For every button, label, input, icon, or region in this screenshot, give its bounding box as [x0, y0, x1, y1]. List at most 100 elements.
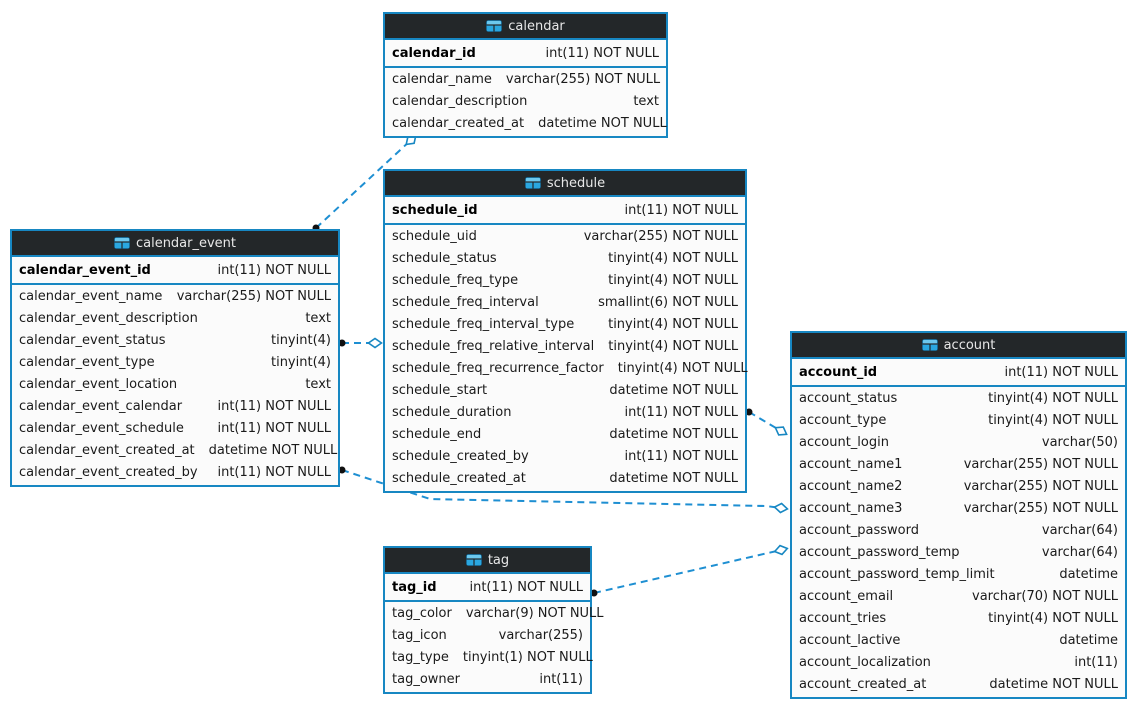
column-type: tinyint(4) NOT NULL: [988, 412, 1118, 428]
column-name: schedule_freq_interval: [392, 294, 539, 310]
column-name: account_login: [799, 434, 889, 450]
column-type: tinyint(4) NOT NULL: [988, 390, 1118, 406]
column-type: tinyint(4): [270, 332, 331, 348]
relationship-line[interactable]: [593, 549, 782, 594]
column-type: varchar(64): [1041, 522, 1118, 538]
table-header-calendar_event[interactable]: calendar_event: [12, 231, 338, 257]
column-type: text: [305, 310, 331, 326]
column-type: tinyint(4) NOT NULL: [608, 338, 739, 354]
relationship-tag-to-account[interactable]: [590, 544, 789, 597]
relationship-line[interactable]: [315, 139, 412, 229]
table-header-tag[interactable]: tag: [385, 548, 590, 574]
column-name: calendar_event_calendar: [19, 398, 183, 414]
column-name: calendar_event_status: [19, 332, 166, 348]
column-type: datetime NOT NULL: [609, 470, 738, 486]
column-type: varchar(255) NOT NULL: [176, 288, 331, 304]
column-name: schedule_uid: [392, 228, 477, 244]
relationship-calendar_event-to-schedule[interactable]: [338, 337, 383, 349]
relationship-calendar_event-to-account[interactable]: [338, 466, 789, 514]
column-row-calendar_event_status[interactable]: calendar_event_status tinyint(4): [12, 329, 338, 351]
column-name: account_password_temp: [799, 544, 960, 560]
column-type: datetime NOT NULL: [538, 115, 667, 131]
column-type: int(11) NOT NULL: [217, 398, 331, 414]
column-type: varchar(255) NOT NULL: [963, 456, 1118, 472]
column-name: calendar_event_schedule: [19, 420, 184, 436]
relationship-line[interactable]: [748, 411, 782, 432]
table-title: tag: [487, 552, 510, 568]
column-type: smallint(6) NOT NULL: [598, 294, 738, 310]
relationship-schedule-to-account[interactable]: [745, 408, 788, 436]
table-header-account[interactable]: account: [792, 333, 1125, 359]
table-header-calendar[interactable]: calendar: [385, 14, 666, 40]
column-row-schedule_freq_relative_interval[interactable]: schedule_freq_relative_interval tinyint(4…: [385, 335, 745, 357]
table-header-schedule[interactable]: schedule: [385, 171, 745, 197]
column-type: text: [633, 93, 659, 109]
column-name: tag_owner: [392, 671, 460, 687]
table-icon: [486, 20, 502, 32]
column-row-calendar_event_calendar[interactable]: calendar_event_calendar int(11) NOT NULL: [12, 395, 338, 417]
column-name: account_type: [799, 412, 887, 428]
table-title: schedule: [546, 175, 606, 191]
connector-dot: [338, 339, 346, 347]
column-row-account_type[interactable]: account_type tinyint(4) NOT NULL: [792, 409, 1125, 431]
column-type: tinyint(4) NOT NULL: [988, 610, 1118, 626]
column-type: varchar(255): [498, 627, 583, 643]
connector-diamond: [367, 337, 383, 349]
column-name: calendar_name: [392, 71, 492, 87]
column-row-schedule_freq_interval[interactable]: schedule_freq_interval smallint(6) NOT NU…: [385, 291, 745, 313]
table-title: calendar_event: [135, 235, 237, 251]
column-name: tag_id: [392, 579, 437, 595]
column-name: schedule_freq_relative_interval: [392, 338, 595, 354]
column-name: account_email: [799, 588, 894, 604]
